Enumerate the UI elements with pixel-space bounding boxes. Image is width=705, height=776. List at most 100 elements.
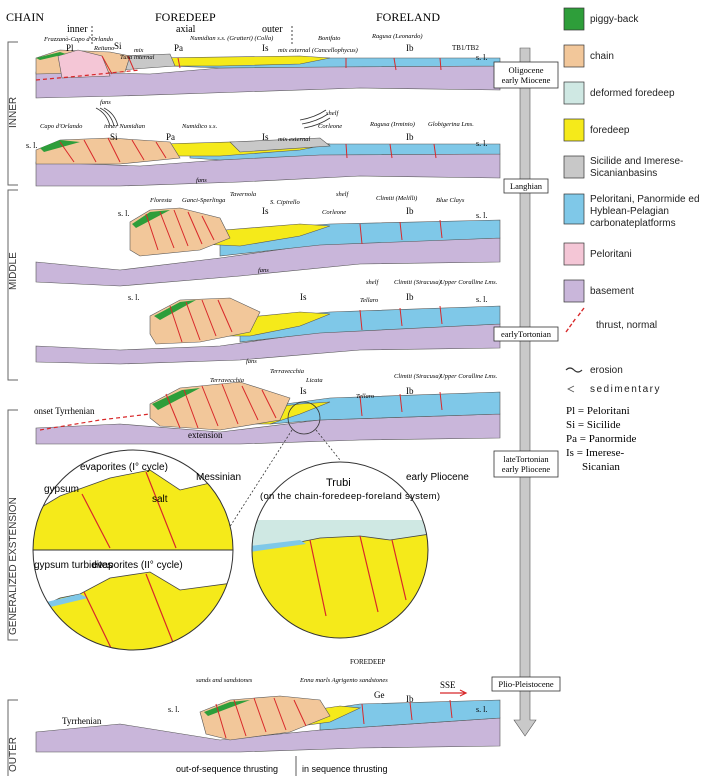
s2-is: Is [262, 132, 269, 142]
cl-evap2: evaporites (II° cycle) [92, 560, 183, 571]
s6-sl-right: s. l. [476, 705, 487, 714]
side-label-outer: OUTER [8, 737, 19, 772]
s2-globigerina: Globigerina Lms. [428, 121, 474, 128]
legend-abbr-pl: Pl = Peloritani [566, 405, 630, 417]
s4-tellaro: Tellaro [360, 297, 379, 304]
s6-sse-arrow [440, 690, 466, 696]
circle-messinian: evaporites (I° cycle) gypsum salt Messin… [30, 450, 241, 660]
timeline-label-1: Oligoceneearly Miocene [502, 65, 551, 85]
s5-ib: Ib [406, 386, 414, 396]
s3-cipirello: S. Cipirello [270, 199, 300, 206]
s1-mix-external: mix external (Cancellophycus) [278, 47, 358, 54]
s3-chain [130, 208, 230, 256]
legend-swatch-basement [564, 280, 584, 302]
legend-label-foredeep: foredeep [590, 125, 630, 136]
timeline-label-3: earlyTortonian [501, 329, 552, 339]
cl-salt: salt [152, 494, 168, 505]
s2-corleone: Corleone [318, 123, 342, 130]
legend-swatch-piggy-back [564, 8, 584, 30]
section-1: Frazzanò-Capo d'Orlando Pl Reitano Si mi… [36, 33, 500, 98]
legend-swatch-deformed-foredeep [564, 82, 584, 104]
s1-mix: mix [134, 47, 144, 54]
s5-upper: Upper Coralline Lms. [440, 373, 498, 380]
header-foredeep: FOREDEEP [155, 10, 216, 24]
legend-label-chain: chain [590, 51, 614, 62]
s4-fans: fans [258, 267, 269, 274]
legend-erosion-symbol [566, 368, 582, 372]
timeline-box-5: Plio-Pleistocene [492, 677, 560, 691]
legend-label-deformed-foredeep: deformed foredeep [590, 88, 675, 99]
cl-gypsum: gypsum [44, 484, 79, 495]
legend-abbr-si: Si = Sicilide [566, 419, 621, 431]
timeline-box-4: lateTortonianearly Pliocene [494, 451, 558, 477]
s1-frazzano: Frazzanò-Capo d'Orlando [43, 36, 114, 43]
legend-thrust-symbol [566, 308, 584, 332]
legend-label-carbonate: Peloritani, Panormide edHyblean-Pelagian… [590, 194, 700, 229]
header-inner: inner [67, 24, 88, 35]
s3-ib: Ib [406, 206, 414, 216]
header-chain: CHAIN [6, 10, 44, 24]
s1-is: Is [262, 43, 269, 53]
legend-abbr-is: Is = Imerese- [566, 447, 624, 459]
timeline-box-2: Langhian [504, 179, 548, 193]
cl-messinian: Messinian [196, 472, 241, 483]
legend-swatch-peloritani [564, 243, 584, 265]
s4-is: Is [300, 292, 307, 302]
legend-label-basement: basement [590, 286, 634, 297]
s5-terravecchia2: Terravecchia [270, 368, 304, 375]
s2-fans: fans [100, 99, 111, 106]
cr-early-plio: early Pliocene [406, 472, 469, 483]
legend: piggy-back chain deformed foredeep fored… [564, 8, 700, 473]
s5-climiti: Climiti (Siracusa) [394, 373, 441, 380]
s6-sands: sands and sandstones [196, 677, 253, 684]
s3-shelf: shelf [336, 191, 349, 198]
s2-ib: Ib [406, 132, 414, 142]
s2-ragusa: Ragusa (Irminio) [369, 121, 415, 128]
s5-terravecchia1: Terravecchia [210, 377, 244, 384]
cr-trubi: Trubi [326, 477, 351, 489]
s3-tavernola: Tavernola [230, 191, 256, 198]
s2-si: Si [110, 132, 118, 142]
side-label-middle: MIDDLE [8, 252, 19, 290]
s6-enna: Enna marls Agrigento sandstones [299, 677, 388, 684]
header-axial: axial [176, 24, 196, 35]
s4-upper: Upper Coralline Lms. [440, 279, 498, 286]
header-foreland: FORELAND [376, 10, 440, 24]
legend-label-erosion: erosion [590, 365, 623, 376]
s1-si: Si [114, 41, 122, 51]
s5-onset: onset Tyrrhenian [34, 406, 95, 416]
s3-is: Is [262, 206, 269, 216]
header-outer: outer [262, 24, 283, 35]
s5-licata: Licata [305, 377, 323, 384]
s1-numidian: Numidian s.s. (Gratteri) (Colla) [189, 35, 273, 42]
s5-tellaro: Tellaro [356, 393, 375, 400]
s6-ib: Ib [406, 694, 414, 704]
legend-sedimentary-symbol [568, 386, 574, 392]
legend-label-peloritani: Peloritani [590, 249, 632, 260]
s3-floresta: Floresta [149, 197, 172, 204]
timeline-label-5: Plio-Pleistocene [498, 679, 553, 689]
s1-tusa: Tusa internal [120, 54, 155, 61]
s1-ragusa: Ragusa (Leonardo) [371, 33, 423, 40]
s2-sl-left: s. l. [26, 141, 37, 150]
s3-ganci: Ganci-Sperlinga [182, 197, 225, 204]
cr-trubi-sub: (on the chain-foredeep-foreland system) [260, 491, 440, 502]
timeline-box-3: earlyTortonian [494, 327, 558, 341]
legend-label-sedimentary: sedimentary [590, 384, 661, 395]
s6-tyrrhenian: Tyrrhenian [62, 716, 102, 726]
legend-abbr-pa: Pa = Panormide [566, 433, 636, 445]
s1-reitano: Reitano [93, 45, 115, 52]
s1-sl: s. l. [476, 53, 487, 62]
s3-blue: Blue Clays [436, 197, 465, 204]
s6-in-seq: in sequence thrusting [302, 764, 388, 774]
s6-ge: Ge [374, 690, 385, 700]
s4-climiti: Climiti (Siracusa) [394, 279, 441, 286]
s3-fans: fans [196, 177, 207, 184]
legend-abbr-sicanian: Sicanian [582, 461, 620, 473]
s2-numidico: Numidico s.s. [181, 123, 218, 130]
s6-sse: SSE [440, 680, 456, 690]
